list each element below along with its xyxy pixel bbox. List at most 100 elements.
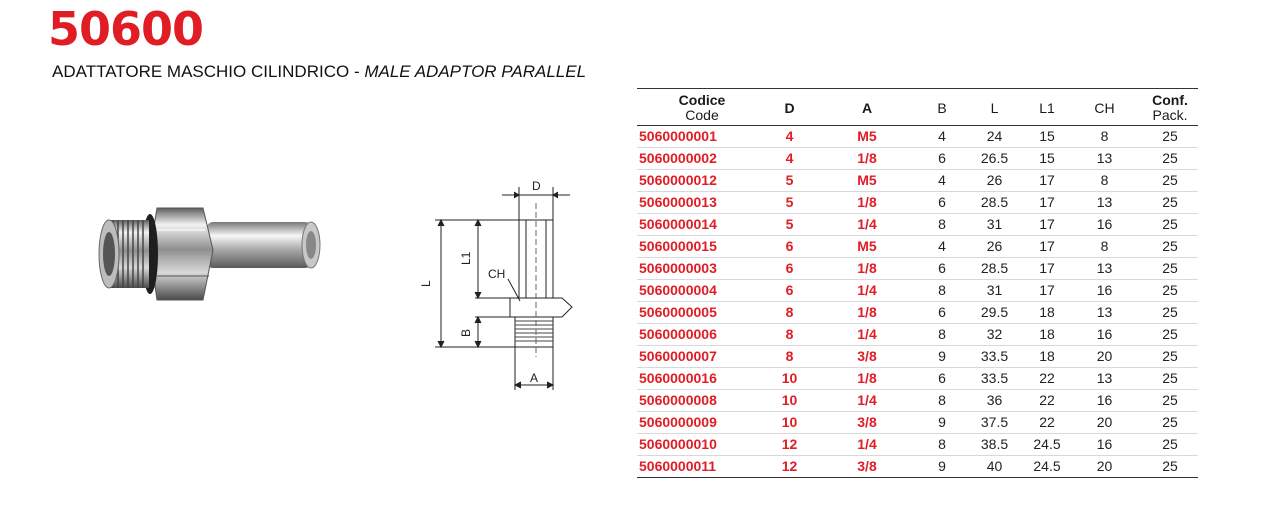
cell-code: 5060000002 — [639, 150, 717, 166]
cell-d: 8 — [785, 348, 794, 364]
cell-d: 12 — [781, 436, 798, 452]
header-l1: L1 — [1039, 99, 1055, 116]
cell-pack: 25 — [1162, 194, 1178, 210]
cell-b: 6 — [938, 304, 946, 320]
cell-pack: 25 — [1162, 348, 1178, 364]
subtitle-italian: ADATTATORE MASCHIO CILINDRICO — [52, 62, 350, 81]
cell-d: 6 — [785, 260, 794, 276]
cell-l1: 18 — [1039, 348, 1055, 364]
diagram-label-a: A — [530, 371, 538, 385]
cell-pack: 25 — [1162, 392, 1178, 408]
header-code-it: Codice — [678, 92, 726, 108]
cell-l1: 17 — [1039, 194, 1055, 210]
cell-pack: 25 — [1162, 414, 1178, 430]
cell-pack: 25 — [1162, 150, 1178, 166]
cell-l1: 24.5 — [1033, 458, 1061, 474]
cell-b: 6 — [938, 194, 946, 210]
cell-l: 26 — [986, 238, 1003, 254]
cell-d: 6 — [785, 238, 794, 254]
cell-pack: 25 — [1162, 128, 1178, 144]
cell-b: 6 — [938, 260, 946, 276]
cell-b: 6 — [938, 370, 946, 386]
cell-b: 6 — [938, 150, 946, 166]
cell-b: 4 — [938, 128, 946, 144]
cell-l1: 17 — [1039, 172, 1055, 188]
cell-l1: 18 — [1039, 304, 1055, 320]
header-pack-en: Pack. — [1152, 107, 1188, 123]
product-code-title: 50600 — [48, 2, 204, 56]
cell-ch: 16 — [1096, 282, 1113, 298]
header-a: A — [861, 99, 873, 116]
header-pack: Conf.Pack. — [1142, 89, 1198, 126]
cell-l1: 22 — [1039, 392, 1055, 408]
header-b: B — [937, 99, 947, 116]
cell-ch: 20 — [1096, 458, 1113, 474]
cell-a: 1/8 — [857, 150, 877, 166]
cell-l: 24 — [986, 128, 1003, 144]
subtitle-separator: - — [349, 62, 365, 81]
cell-d: 4 — [785, 150, 794, 166]
cell-pack: 25 — [1162, 260, 1178, 276]
cell-l1: 22 — [1039, 370, 1055, 386]
cell-code: 5060000016 — [639, 370, 717, 386]
cell-l1: 18 — [1039, 326, 1055, 342]
diagram-label-l: L — [420, 280, 433, 287]
cell-b: 8 — [938, 216, 946, 232]
diagram-label-ch: CH — [488, 267, 505, 281]
cell-l1: 15 — [1039, 128, 1055, 144]
cell-ch: 8 — [1100, 238, 1109, 254]
header-code-en: Code — [685, 107, 719, 123]
cell-a: M5 — [857, 128, 877, 144]
cell-a: 3/8 — [857, 348, 877, 364]
cell-ch: 20 — [1096, 414, 1113, 430]
cell-d: 12 — [781, 458, 798, 474]
cell-l: 28.5 — [980, 194, 1009, 210]
cell-pack: 25 — [1162, 282, 1178, 298]
cell-a: 1/8 — [857, 194, 877, 210]
cell-ch: 13 — [1096, 150, 1113, 166]
cell-code: 5060000006 — [639, 326, 717, 342]
cell-code: 5060000014 — [639, 216, 717, 232]
cell-b: 9 — [938, 458, 946, 474]
cell-d: 8 — [785, 304, 794, 320]
cell-a: 3/8 — [857, 458, 877, 474]
cell-l1: 24.5 — [1033, 436, 1061, 452]
cell-code: 5060000004 — [639, 282, 717, 298]
cell-b: 9 — [938, 414, 946, 430]
cell-l: 31 — [986, 282, 1003, 298]
cell-d: 5 — [785, 172, 794, 188]
cell-d: 10 — [781, 392, 798, 408]
cell-code: 5060000007 — [639, 348, 717, 364]
cell-code: 5060000008 — [639, 392, 717, 408]
cell-a: 1/4 — [857, 392, 877, 408]
diagram-label-l1: L1 — [459, 251, 473, 265]
cell-b: 4 — [938, 238, 946, 254]
cell-a: 1/4 — [857, 216, 877, 232]
cell-ch: 8 — [1100, 128, 1109, 144]
cell-code: 5060000003 — [639, 260, 717, 276]
cell-l1: 15 — [1039, 150, 1055, 166]
cell-l: 33.5 — [980, 348, 1009, 364]
cell-a: 1/4 — [857, 282, 877, 298]
cell-ch: 13 — [1096, 194, 1113, 210]
cell-b: 8 — [938, 392, 946, 408]
cell-d: 8 — [785, 326, 794, 342]
cell-l: 38.5 — [980, 436, 1009, 452]
cell-l1: 17 — [1039, 216, 1055, 232]
cell-a: 1/4 — [857, 326, 877, 342]
cell-a: 1/8 — [857, 370, 877, 386]
cell-ch: 20 — [1096, 348, 1113, 364]
